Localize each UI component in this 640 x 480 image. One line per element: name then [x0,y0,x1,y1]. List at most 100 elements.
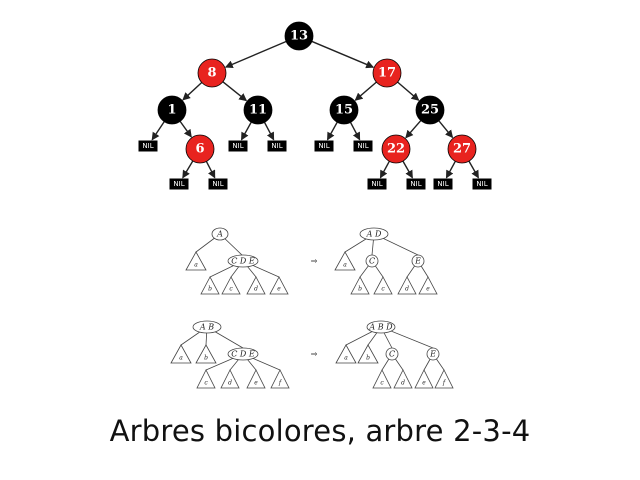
nil-leaf-label: NIL [318,142,329,150]
node-cde-ellipse [227,254,259,268]
leaf-triangle [393,369,413,389]
rb-node-label: 13 [290,29,308,44]
nil-leaf-label: NIL [232,142,243,150]
rb-edge [240,121,252,141]
rb-node-label: 8 [207,66,216,81]
leaf-label: a [344,355,348,362]
node-ab-label: A B [199,323,214,332]
rb-node-label: 1 [167,103,176,118]
nil-leaf [138,140,158,152]
rb-edge [205,161,216,179]
leaf-label: c [380,380,384,387]
leaf-label: b [366,355,370,362]
leaf-triangle [185,251,207,271]
rb-node-label: 11 [249,103,267,118]
transform-1-before: A a C D E b c d e [185,227,289,295]
transform-1: A a C D E b c d e ⇒ A D a [185,227,438,295]
node-e-label: E [414,257,421,266]
rb-edge [182,160,194,179]
rb-edge [402,160,413,179]
nil-leaf-label: NIL [212,180,223,188]
leaf-label: d [401,380,405,387]
leaf-triangle [270,369,290,389]
transform-arrow: ⇒ [311,350,318,359]
nil-leaf [433,178,453,190]
rb-node-label: 15 [335,103,353,118]
leaf-triangle [373,276,393,295]
rb-node-label: 17 [378,66,396,81]
rb-edge [468,160,479,179]
nil-leaf-label: NIL [173,180,184,188]
rb-node-black [329,95,359,125]
rb-node-label: 22 [387,142,405,157]
rb-node-red [197,58,227,88]
node-ad-label: A D [366,230,382,239]
rb-edge [224,40,287,69]
nil-leaf [208,178,228,190]
node-ad-ellipse [359,227,389,241]
node-cde-label: C D E [231,257,255,266]
nil-leaf-label: NIL [410,180,421,188]
node-a-ellipse [211,227,229,241]
node-cde-label: C D E [231,350,255,359]
rb-edge [349,122,361,141]
leaf-label: c [204,380,208,387]
rb-edge [379,160,390,179]
node-c-label: C [389,350,395,359]
leaf-label: b [358,286,362,293]
leaf-label: d [254,286,258,293]
slide-caption: Arbres bicolores, arbre 2-3-4 [109,414,531,448]
leaf-triangle [196,369,216,389]
nil-leaf [406,178,426,190]
node-c-circle [365,254,379,268]
nil-leaf [314,140,334,152]
rb-node-label: 25 [421,103,439,118]
rb-edge [405,120,422,139]
leaf-label: f [278,380,283,387]
node-abd-label: A B D [368,323,393,332]
node-e-label: E [429,350,436,359]
rb-edge [354,81,377,101]
rb-edge [182,81,203,101]
nil-leaf [169,178,189,190]
rb-edge [326,121,338,141]
nil-leaf [367,178,387,190]
rb-edge [397,81,420,101]
leaf-triangle [200,276,220,295]
nil-leaf-label: NIL [437,180,448,188]
rb-edge [179,120,192,138]
transform-arrow: ⇒ [311,257,318,266]
rb-node-red [447,134,477,164]
leaf-triangle [418,276,438,295]
rb-edge [151,121,165,141]
leaf-label: c [229,286,233,293]
nil-leaf [228,140,248,152]
leaf-triangle [195,344,217,364]
nil-leaf-label: NIL [476,180,487,188]
leaf-label: a [194,262,198,269]
rb-node-red [381,134,411,164]
rb-node-black [284,21,314,51]
rb-node-black [243,95,273,125]
leaf-label: a [343,262,347,269]
rb-node-black [157,95,187,125]
rb-edges [151,40,479,179]
nil-leaf-label: NIL [357,142,368,150]
rb-edge [445,160,456,179]
leaf-triangle [372,369,392,389]
rb-node-red [185,134,215,164]
rb-node-red [372,58,402,88]
transform-2: A B a b C D E c d e f ⇒ [170,320,454,389]
leaf-label: c [381,286,385,293]
leaf-triangle [269,276,289,295]
leaf-triangle [397,276,417,295]
leaf-triangle [335,344,357,364]
leaf-triangle [334,251,356,271]
node-c-label: C [369,257,375,266]
rb-edge [438,120,454,139]
node-e-circle [411,254,425,268]
